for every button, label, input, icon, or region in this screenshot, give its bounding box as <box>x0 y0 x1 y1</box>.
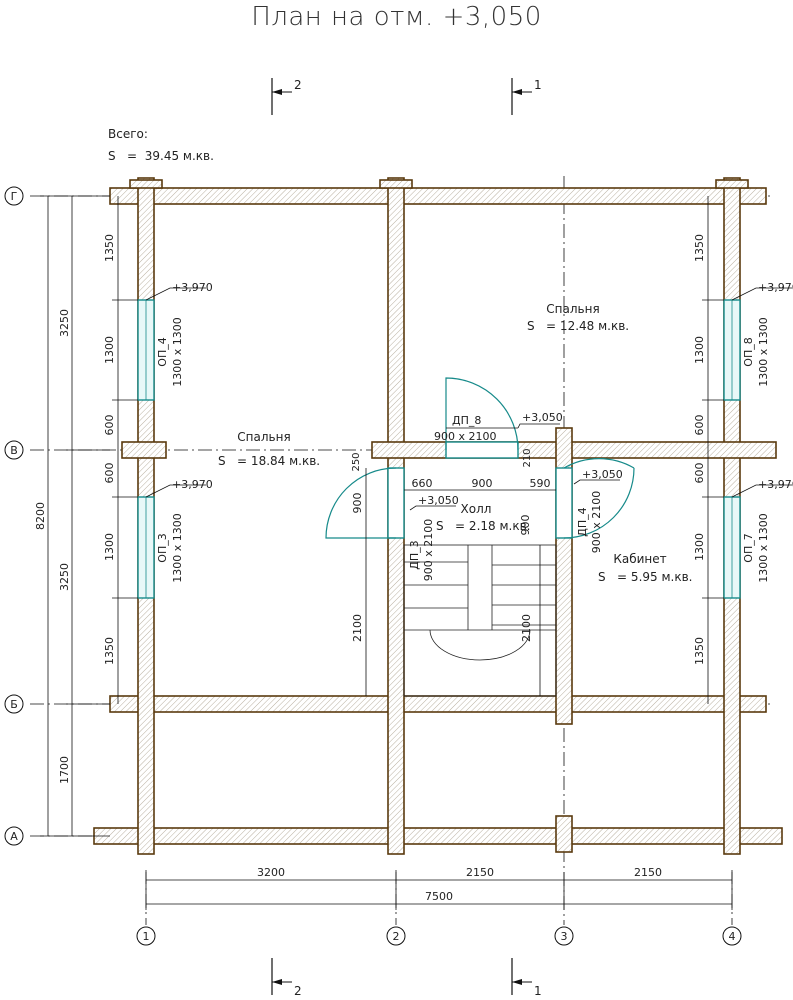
dim-hall-900-left: 900 <box>351 493 364 514</box>
axis-row-a: А <box>10 830 18 843</box>
dim-left-inner-1350-b: 1350 <box>103 637 116 665</box>
level-leaders <box>145 287 792 511</box>
dim-bottom-3200: 3200 <box>257 866 285 879</box>
dim-hall-250: 250 <box>351 452 362 471</box>
section-label-1-bottom: 1 <box>534 984 542 998</box>
dim-right-inner-600-a: 600 <box>693 415 706 436</box>
dim-left-inner-600-b: 600 <box>103 463 116 484</box>
axis-col-4: 4 <box>729 930 736 943</box>
dim-left-inner-1300-a: 1300 <box>103 336 116 364</box>
dim-bottom-7500: 7500 <box>425 890 453 903</box>
dim-right-inner-1350-b: 1350 <box>693 637 706 665</box>
total-area: S = 39.45 м.кв. <box>108 149 214 163</box>
windows <box>137 299 741 599</box>
door-size-dp4: 900 x 2100 <box>590 491 603 554</box>
dim-bottom-2150-a: 2150 <box>466 866 494 879</box>
dim-right-inner-1350-a: 1350 <box>693 234 706 262</box>
axis-col-3: 3 <box>561 930 568 943</box>
dim-left-3250-top: 3250 <box>58 309 71 337</box>
dim-hall-900: 900 <box>472 477 493 490</box>
window-level-op4: +3,970 <box>172 281 213 294</box>
room-name-bedroom-1: Спальня <box>237 430 290 444</box>
room-area-hall: S = 2.18 м.кв. <box>436 519 530 533</box>
dim-hall-660: 660 <box>412 477 433 490</box>
dim-left-8200: 8200 <box>34 502 47 530</box>
window-size-op4: 1300 x 1300 <box>171 317 184 387</box>
door-tag-dp3: ДП_3 <box>408 540 421 569</box>
window-level-op3: +3,970 <box>172 478 213 491</box>
doors <box>325 377 635 539</box>
walls <box>93 177 783 855</box>
window-tag-op3: ОП_3 <box>156 533 169 562</box>
window-level-op7: +3,970 <box>758 478 793 491</box>
door-tag-dp8: ДП_8 <box>452 414 481 427</box>
dim-right-inner-600-b: 600 <box>693 463 706 484</box>
dim-hall-900-mid: 900 <box>519 515 532 536</box>
window-tag-op8: ОП_8 <box>742 337 755 366</box>
door-level-dp4: +3,050 <box>582 468 623 481</box>
window-level-op8: +3,970 <box>758 281 793 294</box>
window-tag-op7: ОП_7 <box>742 533 755 562</box>
room-area-bedroom-2: S = 12.48 м.кв. <box>527 319 629 333</box>
section-label-2-top: 2 <box>294 78 302 92</box>
dimension-lines <box>40 195 733 910</box>
dim-left-inner-1300-b: 1300 <box>103 533 116 561</box>
axis-bubbles <box>4 186 742 946</box>
room-name-bedroom-2: Спальня <box>546 302 599 316</box>
axis-row-v: В <box>10 444 18 457</box>
axis-row-g: Г <box>11 190 18 203</box>
room-area-office: S = 5.95 м.кв. <box>598 570 692 584</box>
section-label-2-bottom: 2 <box>294 984 302 998</box>
door-size-dp3: 900 x 2100 <box>422 519 435 582</box>
dim-bottom-2150-b: 2150 <box>634 866 662 879</box>
section-markers <box>271 78 532 995</box>
total-label: Всего: <box>108 127 148 141</box>
axis-row-b: Б <box>10 698 18 711</box>
window-size-op8: 1300 x 1300 <box>757 317 770 387</box>
dim-right-inner-1300-b: 1300 <box>693 533 706 561</box>
dim-left-1700: 1700 <box>58 756 71 784</box>
door-level-dp3: +3,050 <box>418 494 459 507</box>
axis-col-2: 2 <box>393 930 400 943</box>
room-name-office: Кабинет <box>613 552 666 566</box>
axis-col-1: 1 <box>143 930 150 943</box>
window-tag-op4: ОП_4 <box>156 337 169 366</box>
plan-title: План на отм. +3,050 <box>251 2 542 32</box>
dim-left-inner-1350-a: 1350 <box>103 234 116 262</box>
door-level-dp8: +3,050 <box>522 411 563 424</box>
dim-hall-2100-right: 2100 <box>520 614 533 642</box>
window-size-op7: 1300 x 1300 <box>757 513 770 583</box>
window-size-op3: 1300 x 1300 <box>171 513 184 583</box>
door-size-dp8: 900 x 2100 <box>434 430 497 443</box>
dim-left-3250-bottom: 3250 <box>58 563 71 591</box>
door-tag-dp4: ДП_4 <box>576 507 589 536</box>
room-name-hall: Холл <box>461 502 492 516</box>
staircase <box>403 544 557 697</box>
dim-hall-210: 210 <box>522 448 533 467</box>
section-label-1-top: 1 <box>534 78 542 92</box>
dim-hall-2100-left: 2100 <box>351 614 364 642</box>
dim-right-inner-1300-a: 1300 <box>693 336 706 364</box>
dim-left-inner-600-a: 600 <box>103 415 116 436</box>
dim-hall-590: 590 <box>530 477 551 490</box>
room-area-bedroom-1: S = 18.84 м.кв. <box>218 454 320 468</box>
